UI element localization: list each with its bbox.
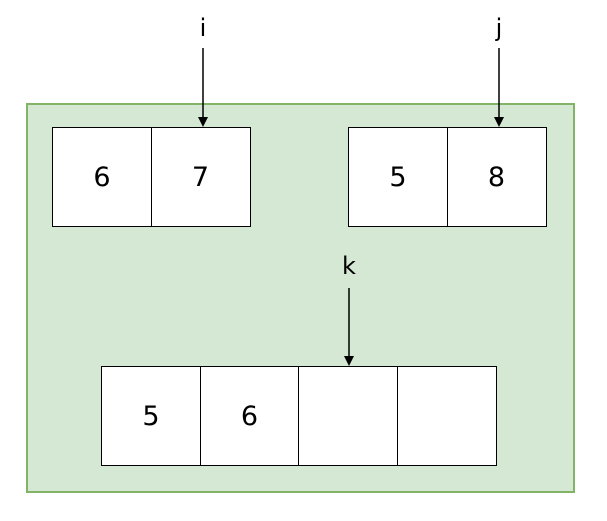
right-cell-1: 8 [446,127,547,227]
pointer-k-label: k [342,252,356,280]
left-subarray: 6 7 [52,127,251,227]
pointer-i-label: i [199,14,207,42]
pointer-j-label: j [495,14,503,42]
right-cell-0: 5 [348,127,448,227]
left-cell-0: 6 [52,127,152,227]
merged-cell-3 [396,366,497,466]
merged-cell-1: 6 [199,366,300,466]
left-cell-1: 7 [150,127,251,227]
merged-cell-0: 5 [101,366,201,466]
right-subarray: 5 8 [348,127,547,227]
merged-array: 5 6 [101,366,497,466]
merged-cell-2 [298,366,398,466]
